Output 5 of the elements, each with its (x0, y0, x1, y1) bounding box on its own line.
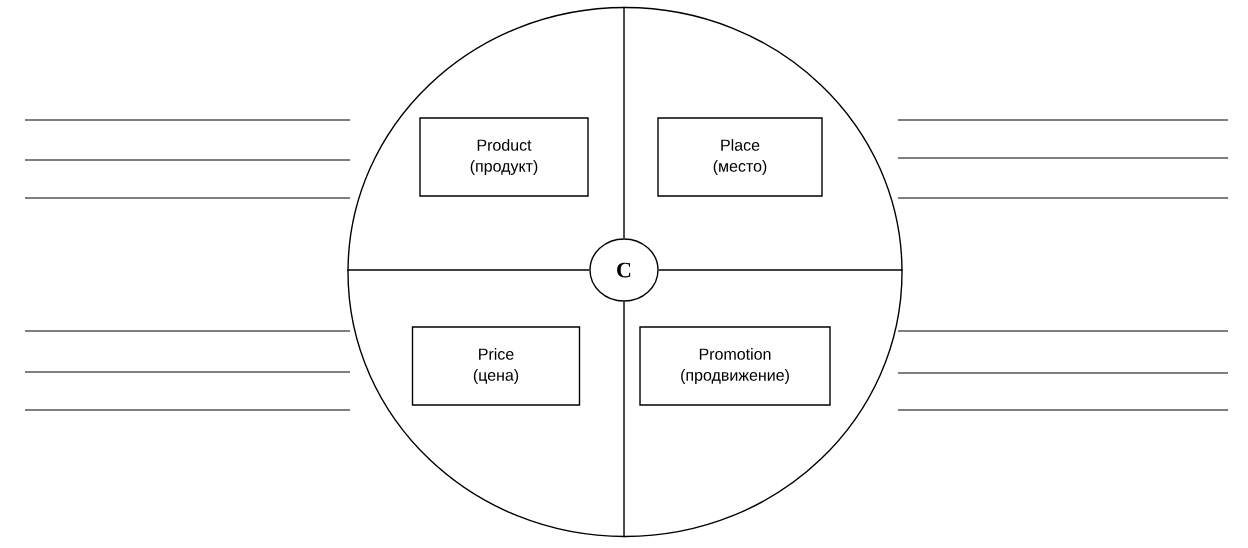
label-box: Product (продукт) (419, 117, 589, 197)
outer-circle (347, 6, 903, 538)
label-box: Price (цена) (411, 326, 581, 406)
label-box: Promotion (продвижение) (639, 326, 831, 406)
label-box: Place (место) (657, 117, 823, 197)
